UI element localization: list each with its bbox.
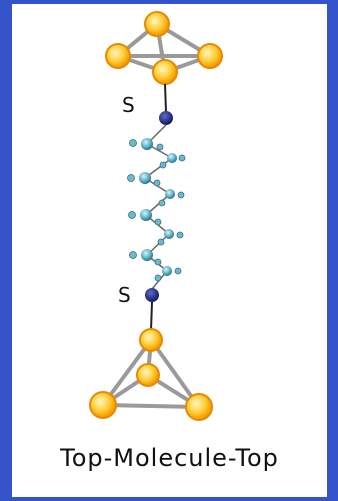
hydrogen-atom bbox=[128, 211, 136, 219]
hydrogen-atom bbox=[156, 143, 164, 151]
hydrogen-atom bbox=[157, 238, 165, 246]
hydrogen-atom bbox=[177, 191, 185, 199]
carbon-atom bbox=[139, 172, 151, 184]
hydrogen-atom bbox=[174, 267, 182, 275]
carbon-atom bbox=[167, 153, 177, 163]
diagram-caption: Top-Molecule-Top bbox=[60, 444, 279, 472]
gold-atom bbox=[152, 59, 178, 85]
bottom-gold-cluster bbox=[89, 328, 213, 421]
hydrogen-atom bbox=[154, 274, 162, 282]
sulfur-atom-top bbox=[159, 111, 173, 125]
carbon-atom bbox=[141, 249, 153, 261]
carbon-atom bbox=[165, 189, 175, 199]
hydrogen-atom bbox=[129, 251, 137, 259]
sulfur-label-top: S bbox=[122, 93, 135, 117]
sulfur-label-bottom: S bbox=[118, 283, 131, 307]
hydrogen-atom bbox=[154, 218, 162, 226]
hydrogen-atom bbox=[176, 231, 184, 239]
carbon-atom bbox=[140, 209, 152, 221]
gold-atom bbox=[139, 328, 163, 352]
carbon-atom bbox=[162, 266, 172, 276]
gold-atom bbox=[144, 11, 170, 37]
top-gold-cluster bbox=[105, 11, 223, 85]
top-au-s-bond bbox=[164, 83, 167, 113]
hydrogen-atom bbox=[153, 179, 161, 187]
gold-atom bbox=[185, 393, 213, 421]
hydrogen-atom bbox=[129, 139, 137, 147]
gold-atom bbox=[105, 43, 131, 69]
hydrogen-atom bbox=[178, 154, 186, 162]
carbon-atom bbox=[164, 229, 174, 239]
gold-atom bbox=[197, 43, 223, 69]
carbon-atom bbox=[141, 138, 153, 150]
sulfur-atom-bottom bbox=[145, 288, 159, 302]
bottom-s-au-bond bbox=[150, 301, 153, 331]
hydrogen-atom bbox=[158, 199, 166, 207]
gold-atom bbox=[136, 363, 160, 387]
hydrogen-atom bbox=[127, 174, 135, 182]
hydrogen-atom bbox=[159, 161, 167, 169]
gold-atom bbox=[89, 391, 117, 419]
hydrogen-atom bbox=[154, 258, 162, 266]
alkane-chain bbox=[127, 124, 186, 290]
